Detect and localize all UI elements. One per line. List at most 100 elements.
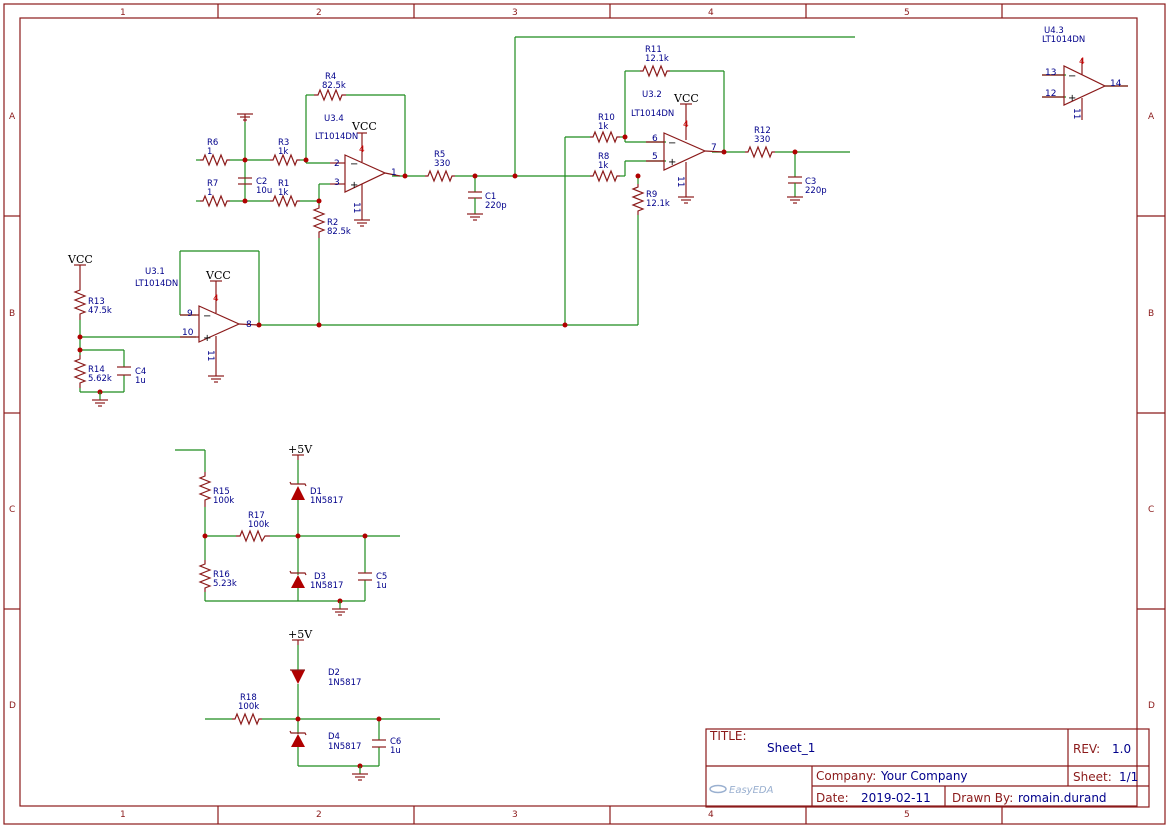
junction-dot — [316, 198, 322, 204]
p5v-label: +5V — [288, 443, 313, 456]
junction-dot — [242, 157, 248, 163]
resistor-r13 — [73, 286, 87, 320]
c5-ref: C5 — [376, 572, 387, 582]
junction-dot — [295, 716, 301, 722]
r3-value: 1k — [278, 147, 288, 157]
resistor-r17 — [236, 529, 270, 543]
svg-text:−: − — [350, 159, 358, 170]
r1-value: 1k — [278, 188, 288, 198]
r15-ref: R15 — [213, 487, 230, 497]
u43-pin-inv: 13 — [1045, 68, 1056, 78]
ground-icon — [208, 371, 224, 383]
svg-text:+: + — [350, 180, 358, 191]
ground-icon — [354, 212, 370, 227]
r18-value: 100k — [238, 702, 259, 712]
r17-value: 100k — [248, 520, 269, 530]
junction-dot — [77, 347, 83, 353]
r10-value: 1k — [598, 122, 608, 132]
title-label: TITLE: — [709, 729, 747, 743]
svg-text:+: + — [1068, 93, 1076, 104]
junction-dot — [635, 173, 641, 179]
resistor-r3 — [270, 153, 300, 167]
r13-value: 47.5k — [88, 306, 112, 316]
r16-ref: R16 — [213, 570, 230, 580]
diode-d4 — [289, 730, 307, 747]
vcc-label: VCC — [67, 253, 93, 266]
diode-d1 — [289, 481, 307, 500]
junctions — [77, 134, 798, 769]
ground-icon — [467, 213, 483, 221]
zone-row-label: C — [1148, 505, 1154, 515]
resistor-r11 — [640, 64, 670, 78]
r11-ref: R11 — [645, 45, 662, 55]
r3-ref: R3 — [278, 138, 289, 148]
junction-dot — [512, 173, 518, 179]
u31-value: LT1014DN — [135, 279, 178, 289]
zone-col-label: 4 — [708, 810, 714, 820]
resistor-r18 — [232, 712, 262, 726]
r2-value: 82.5k — [327, 227, 351, 237]
zone-row-label: C — [9, 505, 15, 515]
zone-row-label: A — [9, 112, 16, 122]
ground-icon — [787, 196, 803, 204]
u31-pin-out: 8 — [246, 320, 252, 330]
resistors — [73, 64, 775, 726]
sheet-frame — [3, 3, 1166, 825]
r9-value: 12.1k — [646, 199, 670, 209]
c2-value: 10u — [256, 186, 272, 196]
svg-text:−: − — [668, 138, 676, 149]
opamp-u43: − + — [1042, 58, 1128, 120]
r16-value: 5.23k — [213, 579, 237, 589]
net-labels: VCC VCC VCC VCC +5V +5V — [67, 92, 699, 641]
rev-label: REV: — [1073, 742, 1100, 756]
d1-value: 1N5817 — [310, 496, 343, 506]
r14-value: 5.62k — [88, 374, 112, 384]
vcc-label: VCC — [673, 92, 699, 105]
resistor-r15 — [198, 472, 212, 507]
drawn-by-value: romain.durand — [1018, 791, 1107, 805]
svg-text:+: + — [203, 333, 211, 344]
zone-col-label: 3 — [512, 810, 518, 820]
junction-dot — [622, 134, 628, 140]
u32-pin-vcc: 4 — [683, 120, 689, 130]
zone-col-label: 3 — [512, 8, 518, 18]
junction-dot — [402, 173, 408, 179]
c1-value: 220p — [485, 201, 507, 211]
title-value: Sheet_1 — [767, 741, 815, 755]
resistor-r9 — [631, 184, 645, 215]
r7-ref: R7 — [207, 179, 218, 189]
u43-pin-gnd: 11 — [1071, 108, 1081, 119]
u34-pin-vcc: 4 — [359, 145, 365, 155]
component-labels: R6 1 R3 1k R7 1 R1 1k R4 82.5k R2 82.5k … — [88, 26, 1085, 756]
d1-ref: D1 — [310, 487, 322, 497]
zone-row-label: D — [1148, 701, 1155, 711]
easyeda-logo-icon: EasyEDA — [709, 784, 774, 796]
date-label: Date: — [816, 791, 849, 805]
u31-pin-inv: 9 — [187, 309, 193, 319]
ground-icon — [678, 190, 694, 204]
junction-dot — [562, 322, 568, 328]
c1-ref: C1 — [485, 192, 496, 202]
u34-pin-noninv: 3 — [334, 178, 340, 188]
c6-ref: C6 — [390, 737, 401, 747]
ground-icon — [92, 392, 108, 407]
c3-value: 220p — [805, 186, 827, 196]
zone-row-label: B — [1148, 309, 1154, 319]
r12-value: 330 — [754, 135, 770, 145]
capacitors — [117, 176, 802, 748]
r8-value: 1k — [598, 161, 608, 171]
junction-dot — [77, 334, 83, 340]
u31-pin-vcc: 4 — [213, 294, 219, 304]
c4-value: 1u — [135, 376, 146, 386]
capacitor-c2 — [238, 177, 252, 185]
u31-ref: U3.1 — [145, 267, 165, 277]
resistor-r16 — [198, 560, 212, 592]
resistor-r1 — [270, 194, 300, 208]
u34-pin-inv: 2 — [334, 159, 340, 169]
d4-value: 1N5817 — [328, 742, 361, 752]
junction-dot — [295, 533, 301, 539]
opamp-u34: − + — [330, 140, 401, 212]
ground-icon — [332, 601, 348, 616]
junction-dot — [316, 322, 322, 328]
wires — [79, 36, 1128, 767]
